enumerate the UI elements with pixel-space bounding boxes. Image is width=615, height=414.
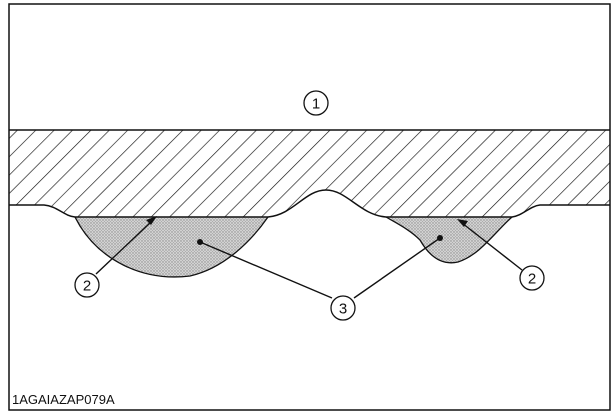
surface-profile-line (9, 189, 610, 218)
deposit-left (75, 217, 268, 277)
arrowhead-2-right (457, 219, 468, 227)
callout-1: 1 (303, 90, 329, 116)
figure-frame (8, 3, 611, 411)
callout-1-label: 1 (312, 96, 320, 113)
deposit-right (386, 217, 512, 263)
callout-3-label: 3 (339, 301, 347, 318)
callout-2-left: 2 (74, 272, 100, 298)
deposit-left-outline (74, 216, 269, 278)
arrowhead-2-left (146, 216, 157, 225)
deposit-right-outline (385, 216, 513, 264)
callout-2-left-label: 2 (83, 278, 91, 295)
leader-3-right-dot (437, 235, 443, 241)
leader-2-right (461, 222, 523, 271)
figure-code: 1AGAIAZAP079A (12, 392, 115, 407)
callout-2-right: 2 (519, 265, 545, 291)
leader-2-left (95, 220, 153, 275)
callout-3: 3 (330, 295, 356, 321)
base-material-hatched (9, 130, 610, 217)
leader-3-right (353, 237, 441, 299)
leader-3-left (199, 241, 333, 299)
leader-3-left-dot (197, 239, 203, 245)
callout-2-right-label: 2 (528, 271, 536, 288)
